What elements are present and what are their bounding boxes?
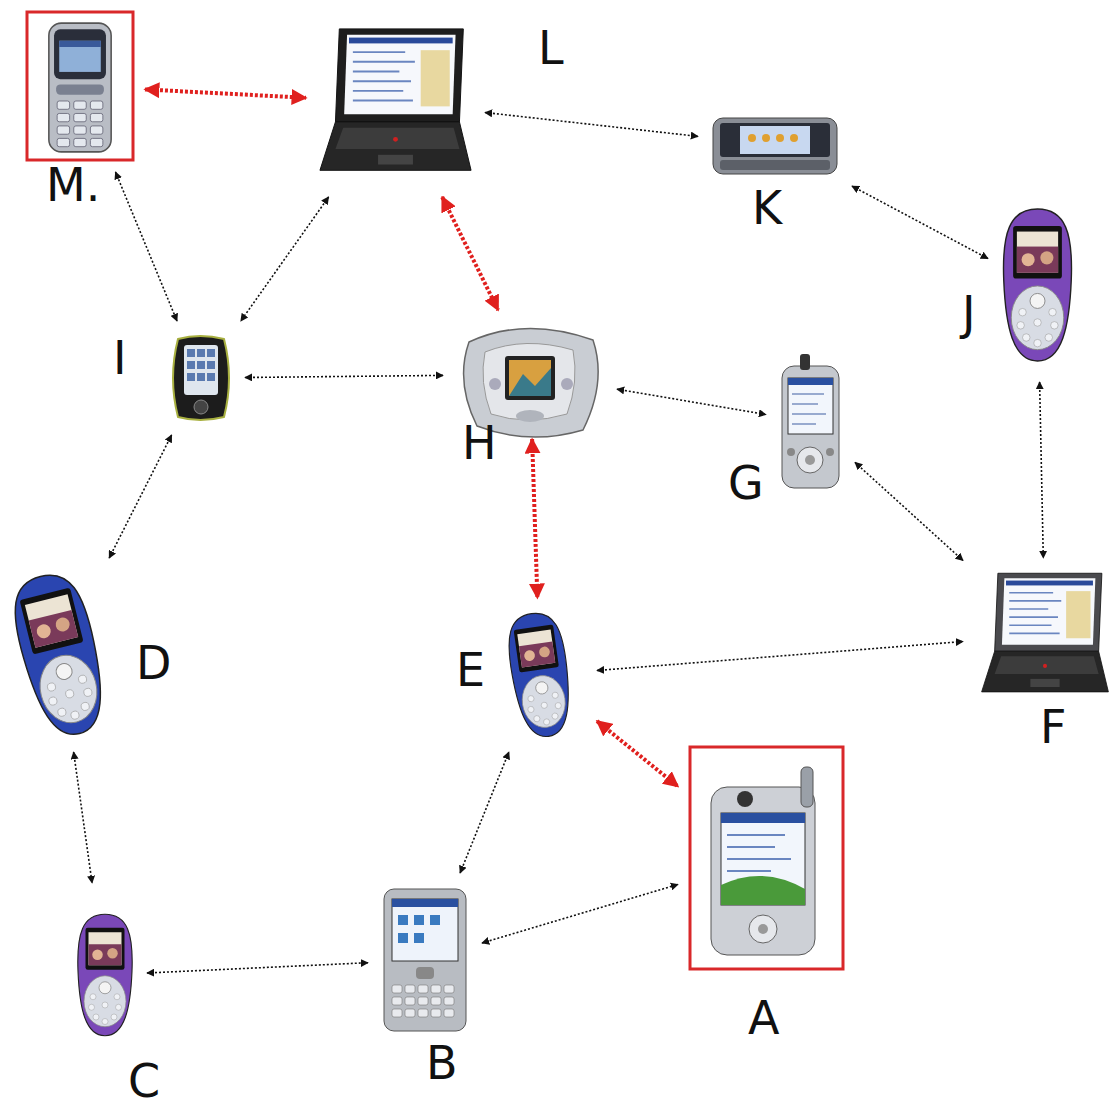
wireless-link [482, 884, 678, 943]
device-letter: E [456, 647, 485, 693]
pda-picture [711, 767, 815, 955]
device-node: I [168, 333, 233, 423]
laptop-picture [320, 29, 471, 170]
device-node: G [778, 352, 843, 492]
wireless-link [597, 642, 963, 671]
device-letter: I [113, 335, 127, 381]
device-letter: B [426, 1040, 458, 1086]
phone-picture [173, 336, 229, 420]
device-node: F [975, 570, 1115, 700]
phone-picture [49, 23, 111, 152]
device-node: D [5, 570, 115, 740]
device-node: H [455, 322, 605, 427]
device-letter: H [462, 420, 497, 466]
device-letter: M. [46, 162, 100, 208]
device-node: L [318, 20, 473, 185]
wireless-link [460, 752, 509, 873]
highlighted-link [532, 439, 537, 598]
wireless-link [245, 375, 443, 377]
wireless-link [109, 435, 171, 558]
pda-picture [782, 354, 839, 488]
laptop-picture [982, 573, 1109, 692]
wireless-link [147, 963, 368, 973]
communicator-picture [713, 118, 837, 174]
device-letter: D [136, 640, 171, 686]
phone-picture [1003, 209, 1071, 361]
device-letter: K [752, 185, 782, 231]
device-node: E [495, 610, 585, 740]
device-letter: A [748, 995, 779, 1041]
phone-picture [5, 568, 115, 743]
device-letter: G [728, 460, 764, 506]
wireless-link [116, 172, 178, 321]
highlighted-link [442, 197, 498, 310]
device-letter: J [962, 290, 976, 336]
device-node: M. [27, 12, 133, 160]
highlighted-link [597, 721, 678, 786]
device-node: B [380, 885, 470, 1035]
device-node: K [710, 110, 840, 180]
phone-picture [78, 914, 132, 1036]
device-letter: C [128, 1058, 160, 1104]
highlight-box [690, 747, 843, 969]
wireless-link [74, 752, 93, 883]
wireless-link [617, 389, 766, 414]
wireless-link [855, 462, 963, 560]
device-node: J [1000, 200, 1075, 370]
device-node: C [75, 895, 135, 1055]
device-letter: F [1040, 704, 1066, 750]
wireless-link [485, 113, 698, 137]
highlight-box [27, 12, 133, 160]
device-letter: L [538, 25, 564, 71]
wireless-link [1040, 382, 1044, 558]
phone-picture [504, 610, 576, 740]
highlighted-link [145, 89, 306, 97]
wireless-link [241, 197, 329, 321]
device-node: A [690, 747, 843, 969]
wireless-link [852, 186, 988, 259]
pda-picture [384, 889, 466, 1031]
